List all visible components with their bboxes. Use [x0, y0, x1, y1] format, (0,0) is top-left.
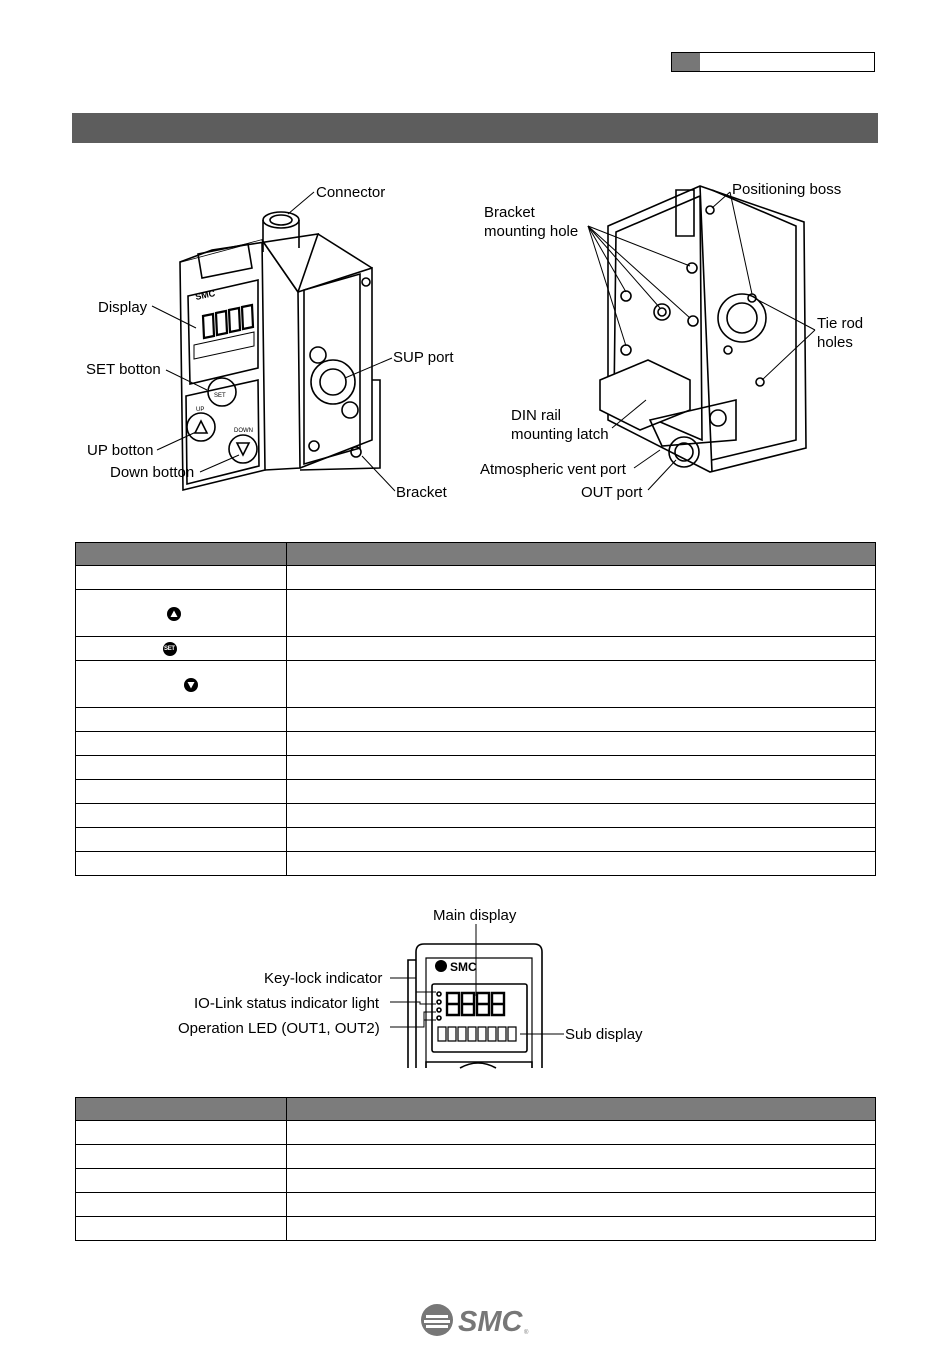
table-row [75, 1192, 876, 1217]
table-header-cell [75, 542, 287, 566]
label-out-port: OUT port [581, 484, 643, 501]
table-row [75, 851, 876, 876]
label-set-button: SET botton [86, 361, 161, 378]
device-rear-view [587, 185, 816, 491]
table-header-cell [286, 1097, 876, 1121]
label-sup-port: SUP port [393, 349, 454, 366]
label-sub-display: Sub display [565, 1026, 643, 1043]
table-row [75, 731, 876, 756]
table-header-row [75, 542, 876, 566]
label-positioning-boss: Positioning boss [732, 181, 842, 198]
table-row [75, 660, 876, 708]
closeup-logo-mark [435, 960, 447, 972]
label-io-link-indicator: IO-Link status indicator light [194, 995, 380, 1012]
svg-text:UP: UP [196, 407, 204, 413]
display-closeup-figure: SMC [390, 924, 564, 1069]
smc-footer-logo: SMC ® [421, 1304, 529, 1338]
table-header-row [75, 1097, 876, 1121]
label-bracket-mounting-hole-1: Bracket [484, 204, 535, 221]
label-tie-rod-holes-2: holes [817, 334, 853, 351]
label-tie-rod-holes-1: Tie rod [817, 315, 864, 332]
label-main-display: Main display [433, 907, 517, 924]
section-header-bar [72, 113, 878, 143]
label-display: Display [98, 299, 148, 316]
set-button-icon: SET [163, 642, 177, 657]
label-key-lock-indicator: Key-lock indicator [264, 970, 383, 987]
label-operation-led: Operation LED (OUT1, OUT2) [178, 1020, 380, 1037]
device-logo-text: SMC [194, 288, 216, 302]
label-down-button: Down botton [110, 464, 195, 481]
svg-text:®: ® [524, 1329, 529, 1336]
label-din-rail-latch-1: DIN rail [511, 407, 562, 424]
up-triangle-button-icon [167, 606, 181, 621]
table-row [75, 707, 876, 732]
display-description-table [75, 1097, 876, 1241]
table-row [75, 1168, 876, 1193]
label-atmospheric-vent-port: Atmospheric vent port [480, 461, 626, 478]
device-front-view: SMC SET UP DOWN [151, 191, 396, 492]
table-row [75, 755, 876, 780]
svg-text:SET: SET [214, 393, 226, 399]
table-header-cell [286, 542, 876, 566]
page-tab-marker [672, 53, 700, 71]
page-number-tab [671, 52, 875, 72]
label-up-button: UP botton [87, 442, 154, 459]
footer-logo-text: SMC [458, 1306, 524, 1338]
table-row [75, 827, 876, 852]
table-row [75, 1120, 876, 1145]
table-row [75, 779, 876, 804]
table-row [75, 1216, 876, 1241]
label-din-rail-latch-2: mounting latch [511, 426, 609, 443]
closeup-logo-text: SMC [450, 960, 477, 974]
label-bracket-mounting-hole-2: mounting hole [484, 223, 579, 240]
svg-text:DOWN: DOWN [234, 428, 253, 434]
table-row [75, 589, 876, 637]
parts-description-table: SET [75, 542, 876, 876]
label-bracket: Bracket [396, 484, 447, 501]
table-header-cell [75, 1097, 287, 1121]
label-connector: Connector [316, 184, 386, 201]
down-triangle-button-icon [184, 677, 198, 692]
table-row [75, 1144, 876, 1169]
table-row [75, 565, 876, 590]
